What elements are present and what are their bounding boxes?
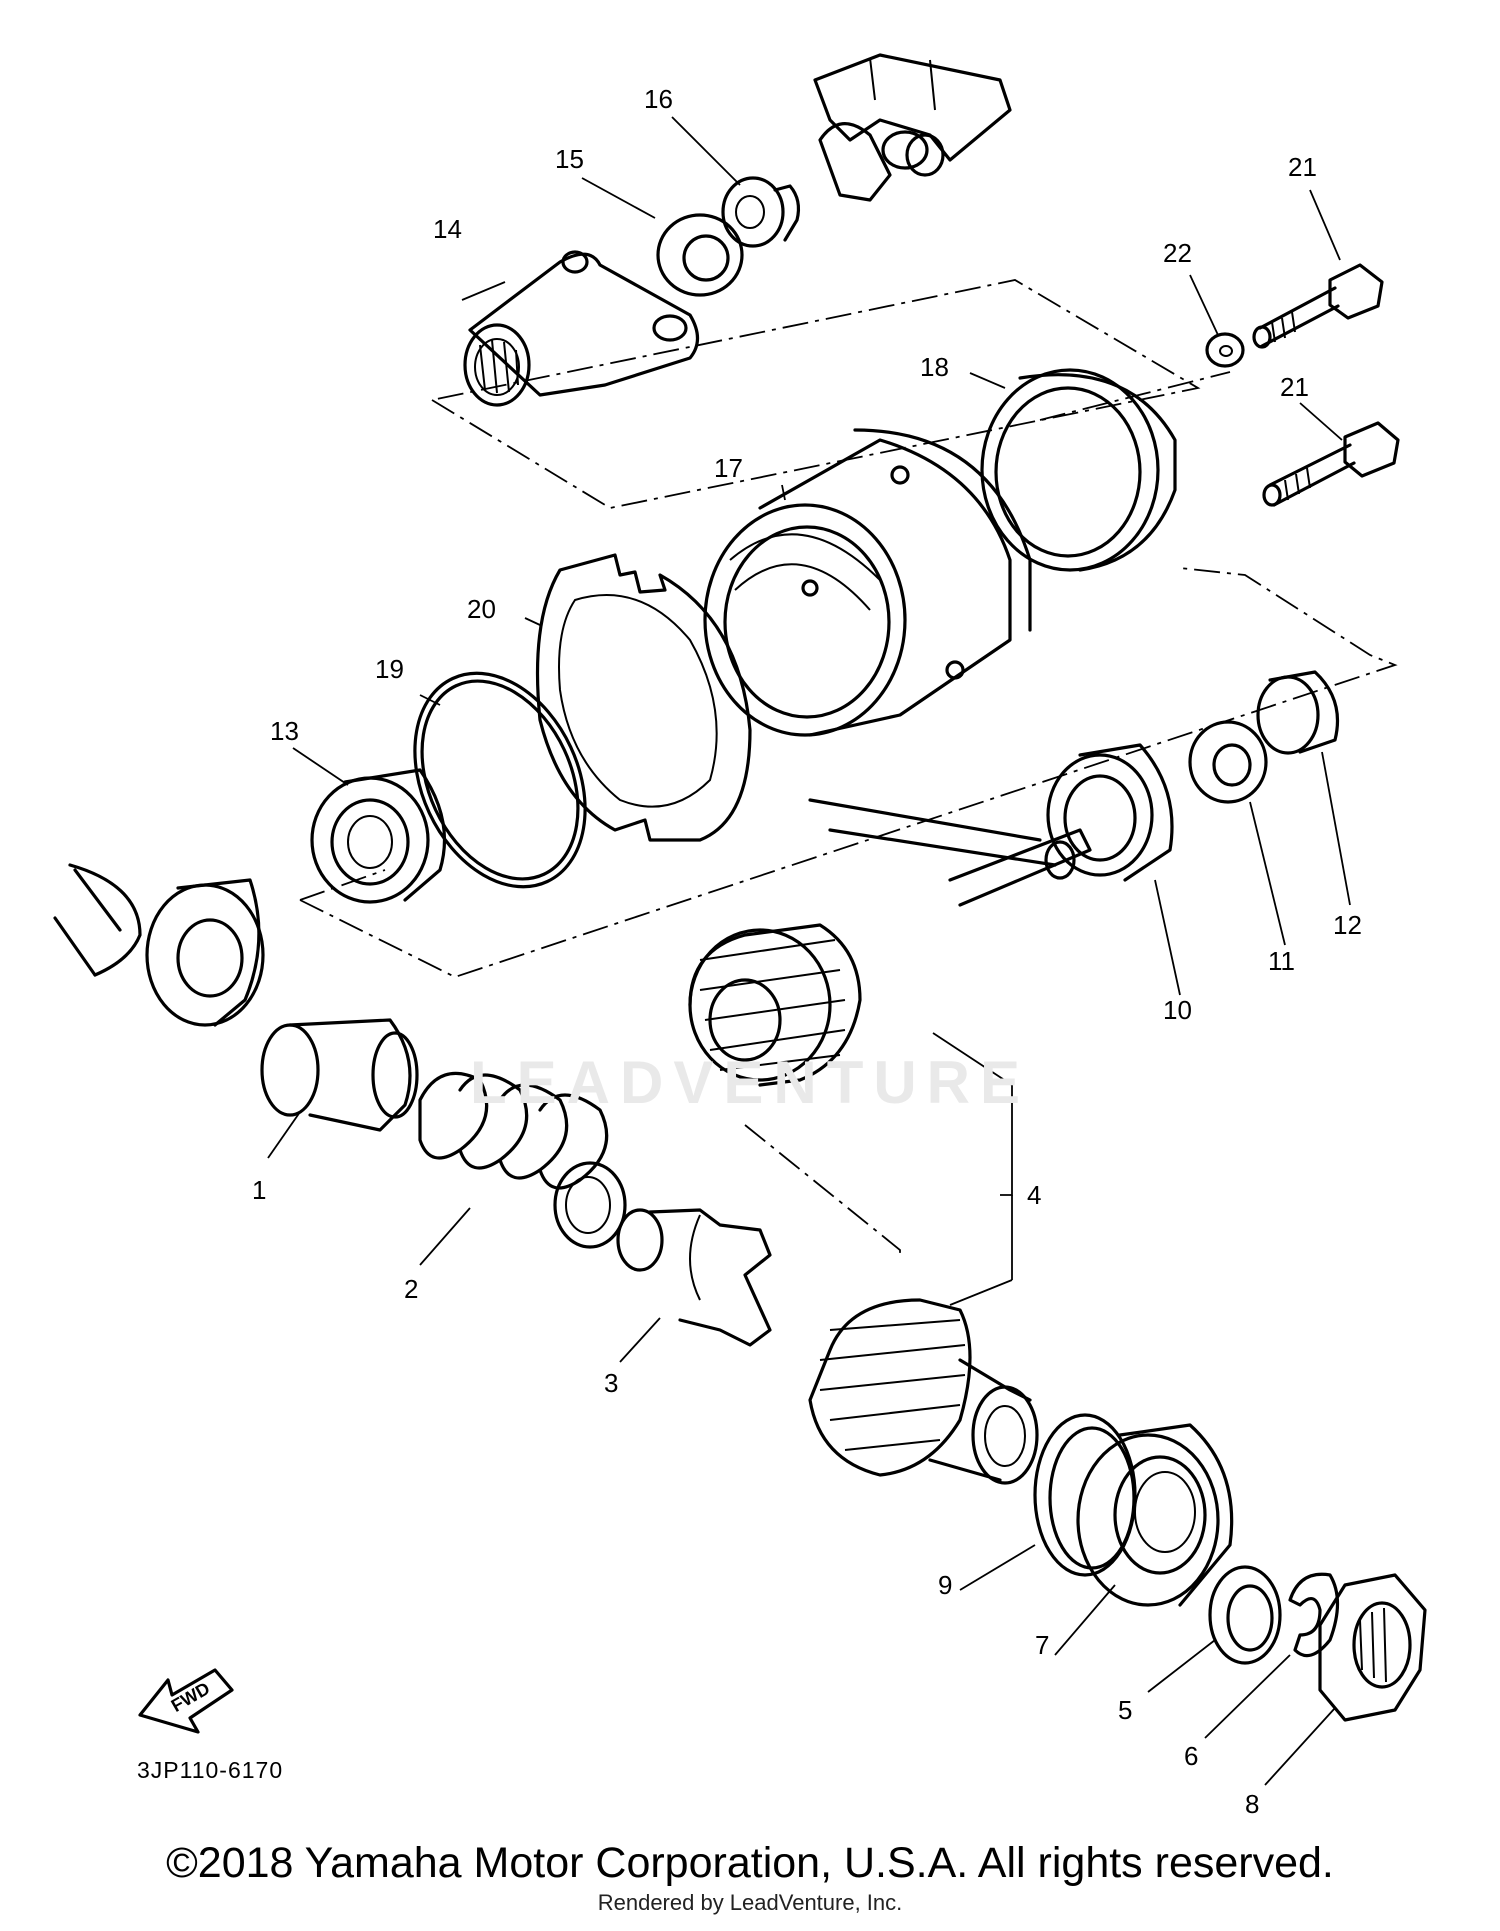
- callout-8: 8: [1245, 1789, 1260, 1819]
- spring-part-2: [418, 1071, 627, 1249]
- callout-17: 17: [714, 453, 743, 483]
- callout-22: 22: [1163, 238, 1192, 268]
- bolt-part-21-lower: [1262, 421, 1400, 507]
- assembly-box-middle: [299, 567, 1398, 978]
- flange-nut-part-16: [721, 176, 801, 248]
- callout-4: 4: [1027, 1180, 1042, 1210]
- shim-part-20: [535, 553, 752, 842]
- nut-part-8: [1318, 1573, 1427, 1722]
- bearing-part-7: [1076, 1423, 1234, 1607]
- ring-gear-housing-part-17: [703, 428, 1032, 737]
- bearing-part-13: [310, 768, 447, 904]
- callout-19: 19: [375, 654, 404, 684]
- ring-gear-lower: [808, 1298, 1039, 1485]
- watermark: LEADVENTURE: [470, 1049, 1031, 1116]
- assembly-axis-lower: [744, 1124, 901, 1255]
- seal-part-12: [1256, 670, 1340, 755]
- callout-7: 7: [1035, 1630, 1050, 1660]
- shim-part-9: [1033, 1413, 1137, 1577]
- assembly-box-upper: [431, 279, 1201, 509]
- o-ring-part-19: [413, 671, 587, 889]
- drive-shaft-end: [53, 863, 142, 977]
- callout-6: 6: [1184, 1741, 1199, 1771]
- fwd-arrow-icon: [138, 1668, 234, 1734]
- washer-part-11: [1188, 720, 1268, 804]
- callout-1: 1: [252, 1175, 267, 1205]
- callout-2: 2: [404, 1274, 419, 1304]
- bolt-part-21-upper: [1252, 263, 1384, 349]
- cam-part-3: [616, 1208, 772, 1347]
- callout-3: 3: [604, 1368, 619, 1398]
- rendered-by-credit: Rendered by LeadVenture, Inc.: [597, 1890, 903, 1915]
- copyright-notice: ©2018 Yamaha Motor Corporation, U.S.A. A…: [166, 1839, 1334, 1887]
- washer-part-22: [1205, 332, 1245, 368]
- leader-lines: [267, 116, 1351, 1786]
- oil-seal: [145, 878, 265, 1027]
- universal-joint: [813, 53, 1012, 202]
- pinion-gear-shaft-part-4: [688, 798, 1092, 1087]
- callout-21-upper: 21: [1288, 152, 1317, 182]
- callout-16: 16: [644, 84, 673, 114]
- callout-10: 10: [1163, 995, 1192, 1025]
- callout-13: 13: [270, 716, 299, 746]
- lock-washer-part-6: [1288, 1572, 1340, 1658]
- callout-9: 9: [938, 1570, 953, 1600]
- collar-part-1: [260, 1018, 419, 1132]
- washer-part-5: [1208, 1565, 1282, 1665]
- callout-20: 20: [467, 594, 496, 624]
- bearing-part-10: [1046, 743, 1174, 882]
- drawing-code: 3JP110-6170: [137, 1757, 284, 1783]
- yoke-part-14: [463, 250, 700, 407]
- callout-11: 11: [1268, 946, 1295, 976]
- callout-15: 15: [555, 144, 584, 174]
- callout-12: 12: [1333, 910, 1362, 940]
- callout-18: 18: [920, 352, 949, 382]
- bearing-housing-part-18: [980, 368, 1177, 572]
- callout-21-lower: 21: [1280, 372, 1309, 402]
- washer-part-15: [656, 213, 744, 297]
- callout-14: 14: [433, 214, 462, 244]
- callout-5: 5: [1118, 1695, 1133, 1725]
